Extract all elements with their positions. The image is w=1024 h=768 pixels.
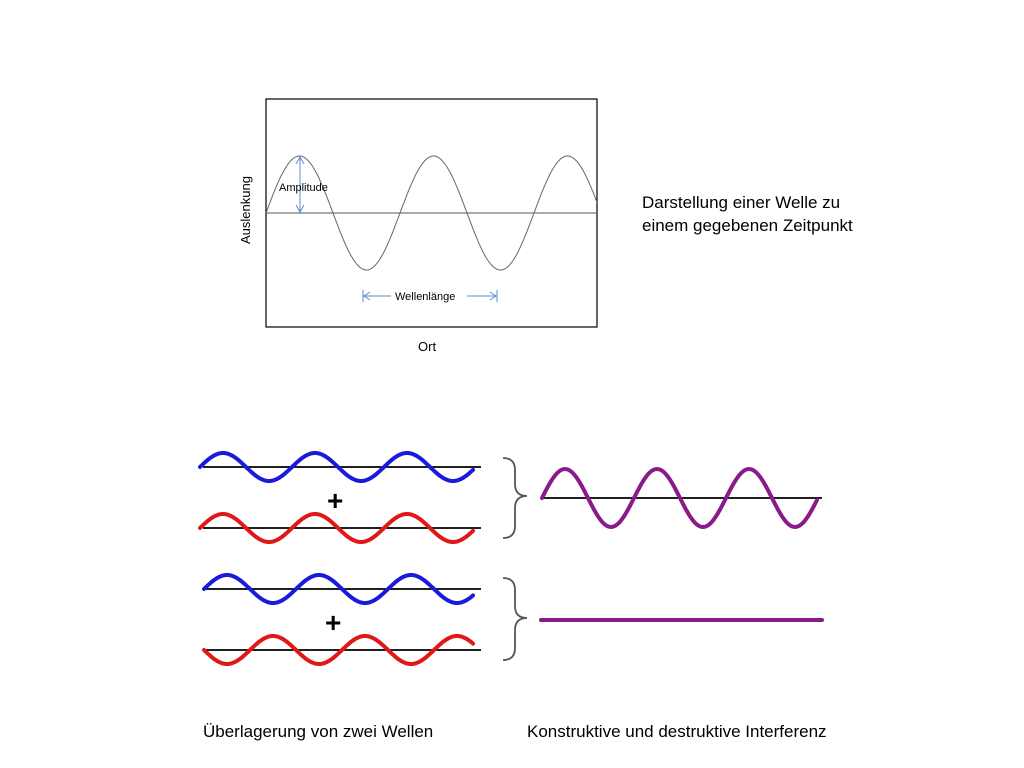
red-wave-2 [202,634,475,666]
red-wave-1 [198,512,475,544]
wavelength-arrow [362,288,498,303]
plus-icon: + [327,485,343,516]
constructive-group: + [198,451,822,544]
y-axis-label: Auslenkung [238,176,253,244]
wavelength-label: Wellenlänge [395,291,455,303]
interference-caption: Konstruktive und destruktive Interferenz [527,722,827,741]
right-curly-brace-icon [502,457,528,539]
sine-wave [265,155,598,271]
wave-caption: Darstellung einer Welle zu einem gegeben… [642,191,853,237]
wave-caption-line-1: Darstellung einer Welle zu [642,193,841,212]
amplitude-arrow [295,155,305,214]
destructive-group: + [202,573,824,666]
amplitude-label: Amplitude [279,182,328,194]
interference-diagram: + + [198,451,824,666]
overlay-caption: Überlagerung von zwei Wellen [203,722,434,741]
wave-plot: Amplitude Wellenlänge Auslenkung Ort [238,98,598,354]
blue-wave-1 [198,451,475,483]
plus-icon: + [325,607,341,638]
blue-wave-2 [202,573,475,605]
constructive-result-wave [540,466,819,530]
right-curly-brace-icon [502,577,528,661]
wave-caption-line-2: einem gegebenen Zeitpunkt [642,216,853,235]
x-axis-label: Ort [418,339,436,354]
